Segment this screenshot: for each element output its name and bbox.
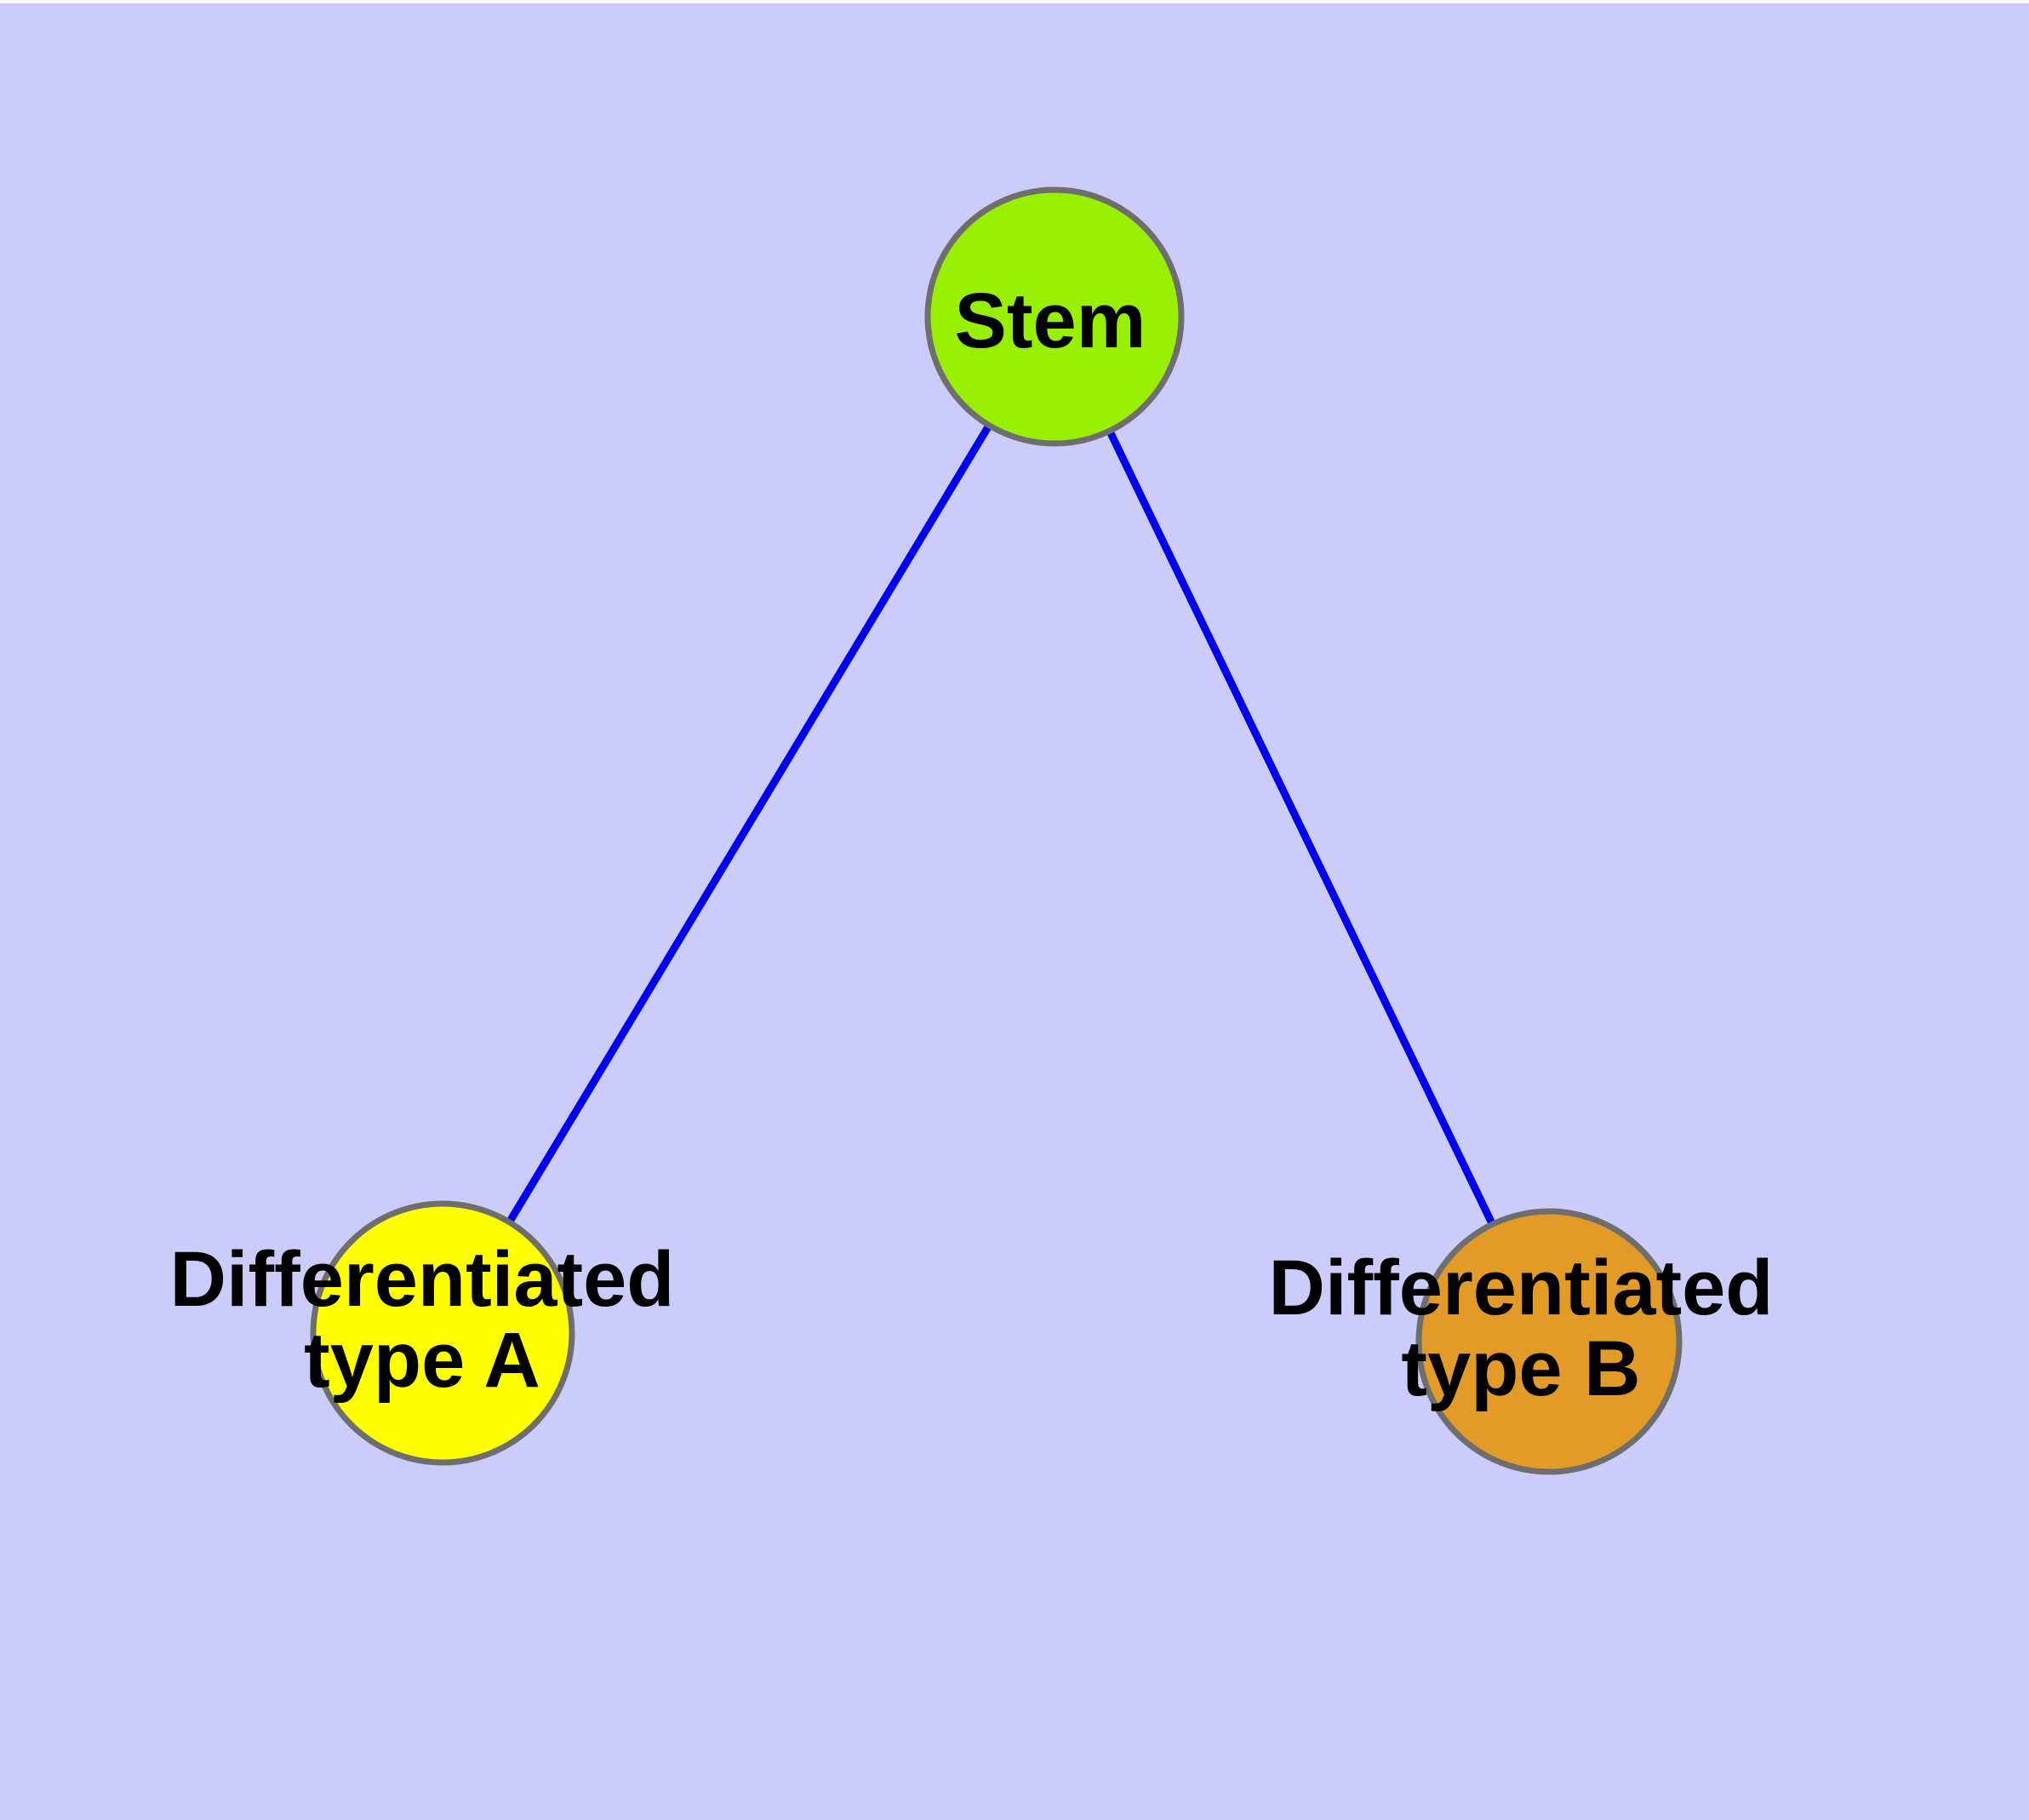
node-label-line: Differentiated: [170, 1236, 675, 1323]
node-label-line: type B: [1401, 1325, 1640, 1412]
edge-stem-to-diff-b[interactable]: [1050, 315, 1553, 1343]
node-label-line: type A: [304, 1317, 540, 1404]
edge-stem-to-diff-a[interactable]: [439, 314, 1058, 1336]
node-diff-b[interactable]: [1415, 1208, 1683, 1475]
node-label-line: Stem: [955, 278, 1146, 364]
node-circle-diff-a[interactable]: [310, 1200, 575, 1466]
node-circle-stem[interactable]: [924, 186, 1185, 447]
node-stem[interactable]: [924, 186, 1185, 447]
node-label-stem: Stem: [955, 278, 1146, 364]
node-circle-diff-b[interactable]: [1415, 1208, 1683, 1475]
edges-layer: [439, 314, 1553, 1343]
node-label-line: Differentiated: [1269, 1245, 1774, 1331]
node-diff-a[interactable]: [310, 1200, 575, 1466]
